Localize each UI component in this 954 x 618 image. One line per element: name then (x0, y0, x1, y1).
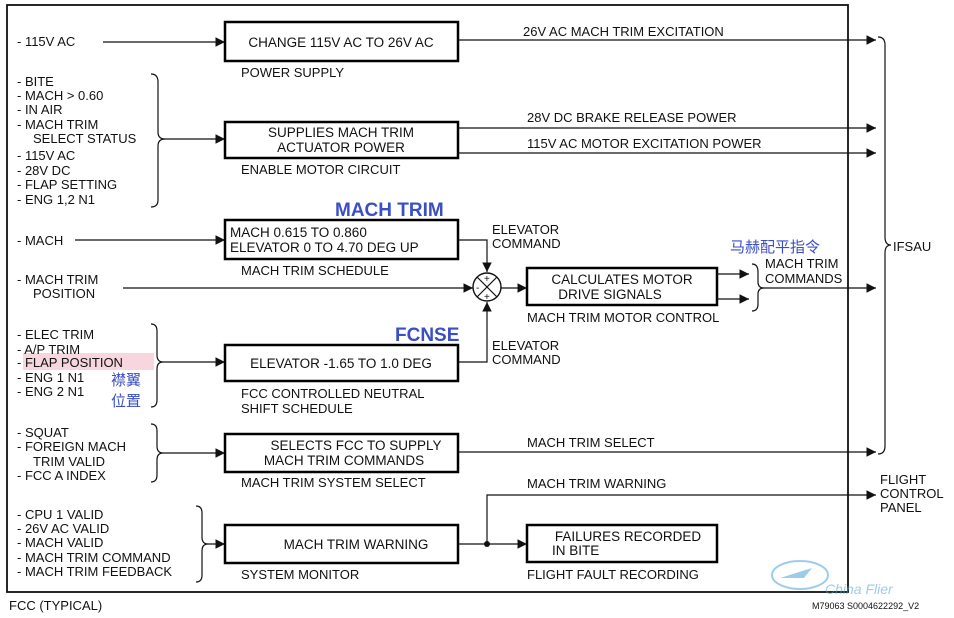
output-mach-trim-select: MACH TRIM SELECT (527, 435, 655, 450)
system-monitor-inputs: - CPU 1 VALID - 26V AC VALID - MACH VALI… (17, 507, 172, 579)
svg-text:- BITE: - BITE (17, 74, 54, 89)
motor-circuit-caption: ENABLE MOTOR CIRCUIT (241, 162, 400, 177)
svg-text:- MACH TRIM COMMAND: - MACH TRIM COMMAND (17, 550, 171, 565)
fault-recording-caption: FLIGHT FAULT RECORDING (527, 567, 699, 582)
system-select-box (223, 432, 460, 474)
svg-text:MACH TRIM COMMANDS: MACH TRIM COMMANDS (264, 453, 424, 468)
svg-text:- MACH VALID: - MACH VALID (17, 535, 103, 550)
neutral-shift-box (223, 343, 460, 383)
svg-text:ELEVATOR -1.65 TO 1.0 DEG: ELEVATOR -1.65 TO 1.0 DEG (250, 356, 432, 371)
doc-id: M79063 S0004622292_V2 (812, 601, 919, 611)
svg-text:- 28V DC: - 28V DC (17, 163, 70, 178)
output-26v-excitation: 26V AC MACH TRIM EXCITATION (523, 24, 724, 39)
flight-control-panel-3: PANEL (880, 500, 922, 515)
fcc-boundary (6, 4, 849, 593)
motor-circuit-box-line2: ACTUATOR POWER (277, 140, 405, 155)
svg-text:COMMAND: COMMAND (492, 352, 561, 367)
svg-text:CALCULATES MOTOR: CALCULATES MOTOR (551, 272, 693, 287)
ifsau-label: IFSAU (893, 239, 931, 254)
elevator-command-1: ELEVATOR (492, 222, 559, 237)
svg-text:China Flier: China Flier (825, 581, 894, 597)
svg-text:- FCC A INDEX: - FCC A INDEX (17, 468, 106, 483)
svg-text:- SQUAT: - SQUAT (17, 425, 69, 440)
svg-text:- CPU 1 VALID: - CPU 1 VALID (17, 507, 103, 522)
output-motor-excitation: 115V AC MOTOR EXCITATION POWER (527, 136, 762, 151)
flight-control-panel-1: FLIGHT (880, 472, 926, 487)
cn-mach-trim-command: 马赫配平指令 (730, 239, 820, 256)
fcc-typical-label: FCC (TYPICAL) (9, 598, 102, 613)
svg-text:- FLAP POSITION: - FLAP POSITION (17, 355, 123, 370)
system-monitor-box (223, 523, 460, 565)
svg-text:POSITION: POSITION (33, 286, 95, 301)
svg-text:- MACH > 0.60: - MACH > 0.60 (17, 88, 103, 103)
flap-position-highlight (23, 353, 154, 370)
mach-trim-schedule-caption: MACH TRIM SCHEDULE (241, 263, 389, 278)
svg-text:- MACH TRIM FEEDBACK: - MACH TRIM FEEDBACK (17, 564, 172, 579)
elevator-command-2: ELEVATOR (492, 338, 559, 353)
motor-control-box (525, 266, 719, 307)
system-select-caption: MACH TRIM SYSTEM SELECT (241, 475, 426, 490)
svg-text:+: + (484, 274, 490, 285)
output-mach-trim-commands: MACH TRIM (765, 256, 838, 271)
svg-text:- ELEC TRIM: - ELEC TRIM (17, 327, 94, 342)
power-supply-box (223, 20, 460, 63)
input-115v-ac: - 115V AC (17, 34, 75, 49)
neutral-shift-inputs: - ELEC TRIM - A/P TRIM - FLAP POSITION -… (17, 327, 123, 399)
svg-text:- FOREIGN MACH: - FOREIGN MACH (17, 439, 126, 454)
summing-junction: + + - (472, 272, 502, 303)
neutral-shift-caption-1: FCC CONTROLLED NEUTRAL (241, 386, 424, 401)
svg-text:- ENG 2 N1: - ENG 2 N1 (17, 384, 84, 399)
mach-trim-schedule-box (223, 218, 460, 261)
svg-text:- 26V AC VALID: - 26V AC VALID (17, 521, 109, 536)
svg-text:- FLAP SETTING: - FLAP SETTING (17, 177, 117, 192)
motor-circuit-inputs: - BITE - MACH > 0.60 - IN AIR - MACH TRI… (17, 74, 137, 207)
input-mach: - MACH (17, 233, 63, 248)
motor-inputs-brace (150, 73, 166, 208)
svg-text:-: - (476, 283, 479, 294)
svg-text:- MACH TRIM: - MACH TRIM (17, 117, 98, 132)
power-supply-box-text: CHANGE 115V AC TO 26V AC (248, 35, 434, 50)
svg-text:- ENG 1 N1: - ENG 1 N1 (17, 370, 84, 385)
motor-control-caption: MACH TRIM MOTOR CONTROL (527, 310, 719, 325)
motor-circuit-box (223, 120, 460, 160)
svg-text:- A/P TRIM: - A/P TRIM (17, 342, 80, 357)
output-mach-trim-warning: MACH TRIM WARNING (527, 476, 666, 491)
fault-recording-box (525, 523, 719, 564)
cn-flap-position-1: 襟翼 (111, 372, 141, 389)
flight-control-panel-2: CONTROL (880, 486, 944, 501)
motor-circuit-box-line1: SUPPLIES MACH TRIM (268, 125, 414, 140)
svg-text:+: + (484, 292, 490, 303)
cn-flap-position-2: 位置 (111, 393, 141, 410)
neutral-shift-caption-2: SHIFT SCHEDULE (241, 401, 353, 416)
svg-text:DRIVE SIGNALS: DRIVE SIGNALS (558, 287, 662, 302)
power-supply-caption: POWER SUPPLY (241, 65, 344, 80)
fcnse-heading: FCNSE (395, 325, 459, 346)
mach-trim-heading: MACH TRIM (335, 200, 444, 221)
system-monitor-caption: SYSTEM MONITOR (241, 567, 359, 582)
svg-text:- 115V AC: - 115V AC (17, 148, 75, 163)
system-select-inputs: - SQUAT - FOREIGN MACH TRIM VALID - FCC … (17, 425, 126, 483)
svg-text:TRIM VALID: TRIM VALID (33, 454, 105, 469)
svg-text:MACH TRIM WARNING: MACH TRIM WARNING (284, 537, 429, 552)
svg-text:ELEVATOR 0 TO 4.70 DEG UP: ELEVATOR 0 TO 4.70 DEG UP (230, 240, 419, 255)
svg-text:COMMANDS: COMMANDS (765, 271, 843, 286)
output-brake-release: 28V DC BRAKE RELEASE POWER (527, 110, 737, 125)
svg-text:MACH 0.615 TO 0.860: MACH 0.615 TO 0.860 (230, 225, 367, 240)
svg-text:- IN AIR: - IN AIR (17, 102, 63, 117)
svg-text:FAILURES RECORDED: FAILURES RECORDED (555, 529, 702, 544)
svg-text:IN BITE: IN BITE (552, 543, 599, 558)
elevator-command-1b: COMMAND (492, 236, 561, 251)
watermark-logo: China Flier (771, 560, 894, 597)
input-mach-trim-position: - MACH TRIM (17, 272, 98, 287)
ifsau-brace (877, 36, 892, 455)
svg-text:- ENG 1,2 N1: - ENG 1,2 N1 (17, 192, 95, 207)
svg-text:SELECTS FCC TO SUPPLY: SELECTS FCC TO SUPPLY (270, 438, 441, 453)
svg-text:SELECT STATUS: SELECT STATUS (33, 131, 137, 146)
